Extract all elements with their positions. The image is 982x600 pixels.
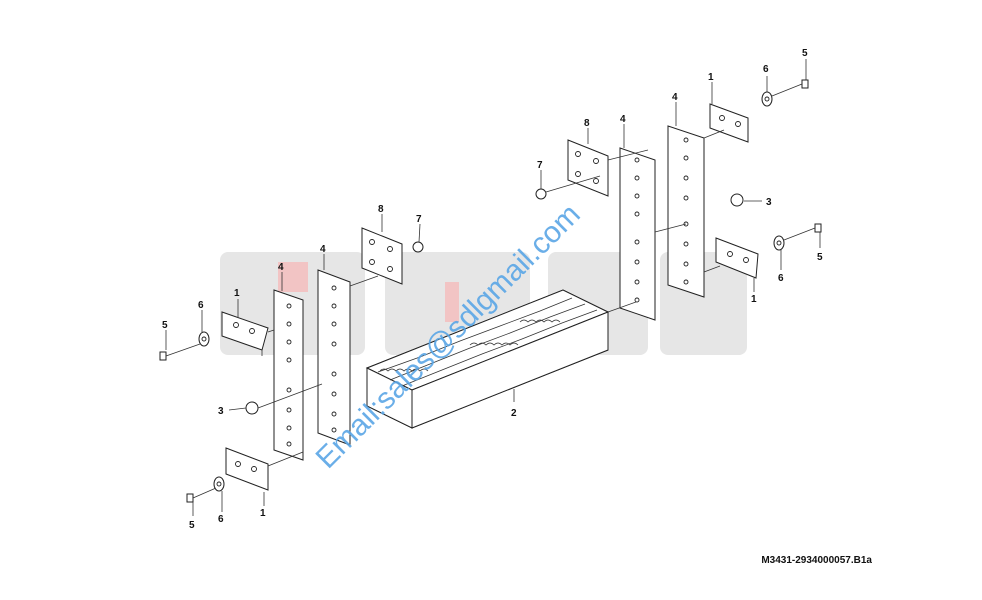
- bolt-icon-4: [814, 223, 822, 233]
- right-mounting-plates: [619, 125, 705, 321]
- callout-7: 7: [537, 160, 543, 171]
- bolt-icon: [159, 351, 167, 361]
- callout-labels: 1 1 1 1 2 3 3 4 4 4 4 5 5 5 5 6 6 6 6 7 …: [162, 48, 823, 531]
- callout-1: 1: [234, 288, 240, 299]
- callout-6: 6: [198, 300, 204, 311]
- callout-3: 3: [218, 406, 224, 417]
- left-plate-holes: [286, 285, 337, 447]
- right-plate-holes: [634, 137, 689, 303]
- callout-1: 1: [260, 508, 266, 519]
- callout-6: 6: [778, 273, 784, 284]
- callout-7: 7: [416, 214, 422, 225]
- bolt-icon-2: [186, 493, 194, 503]
- callout-6: 6: [218, 514, 224, 525]
- callout-5: 5: [802, 48, 808, 59]
- callout-2: 2: [511, 408, 517, 419]
- callout-4: 4: [320, 244, 326, 255]
- right-spacer-plate: [567, 139, 609, 197]
- left-mounting-plates: [273, 269, 351, 461]
- nut-icon-4: [730, 193, 744, 207]
- nut-icon-3: [535, 188, 547, 200]
- callout-5: 5: [189, 520, 195, 531]
- nut-icon-2: [412, 241, 424, 253]
- callout-4: 4: [278, 262, 284, 273]
- callout-5: 5: [817, 252, 823, 263]
- left-spacer-plate: [361, 227, 403, 285]
- left-brackets: [221, 311, 269, 491]
- callout-1: 1: [751, 294, 757, 305]
- right-fasteners: [535, 79, 822, 251]
- callout-8: 8: [584, 118, 590, 129]
- bolt-icon-3: [801, 79, 809, 89]
- callout-1: 1: [708, 72, 714, 83]
- drawing-code: M3431-2934000057.B1a: [761, 555, 872, 566]
- step-tread: [365, 289, 610, 429]
- callout-leaders: [165, 59, 821, 516]
- nut-icon: [245, 401, 259, 415]
- callout-4: 4: [620, 114, 626, 125]
- callout-8: 8: [378, 204, 384, 215]
- callout-4: 4: [672, 92, 678, 103]
- left-fasteners: [159, 241, 424, 503]
- callout-5: 5: [162, 320, 168, 331]
- callout-3: 3: [766, 197, 772, 208]
- right-brackets: [709, 103, 759, 279]
- callout-6: 6: [763, 64, 769, 75]
- assembly-lines: [257, 129, 725, 467]
